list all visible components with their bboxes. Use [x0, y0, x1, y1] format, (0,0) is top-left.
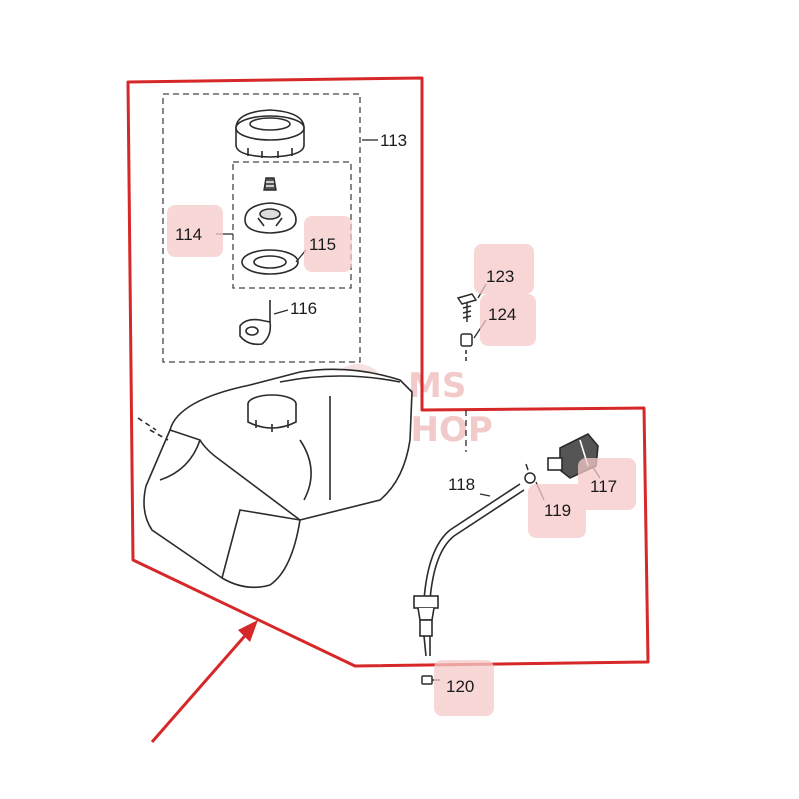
fuel-pipe-118 [413, 483, 525, 657]
label-124: 124 [488, 305, 516, 324]
label-116: 116 [290, 299, 317, 318]
label-117: 117 [590, 477, 617, 496]
spacer-124 [460, 333, 473, 364]
cap-insert [244, 202, 297, 234]
pointer-arrow [150, 620, 258, 743]
label-113: 113 [380, 131, 407, 150]
fuel-tank [137, 368, 413, 589]
label-118: 118 [448, 475, 475, 494]
label-120: 120 [446, 677, 474, 696]
clip-119 [524, 463, 536, 484]
cap-gasket [241, 249, 299, 275]
fuel-cap [235, 109, 305, 158]
label-123: 123 [486, 267, 514, 286]
label-115: 115 [309, 235, 336, 254]
cap-tether [239, 300, 272, 346]
label-highlights [167, 205, 636, 716]
cap-valve [263, 177, 277, 191]
screw-123 [456, 293, 478, 322]
label-114: 114 [175, 225, 202, 244]
watermark-line1: MS [408, 366, 466, 406]
assembly-outline [126, 76, 650, 668]
label-119: 119 [544, 501, 571, 520]
cap-assembly-group-box [162, 93, 361, 363]
